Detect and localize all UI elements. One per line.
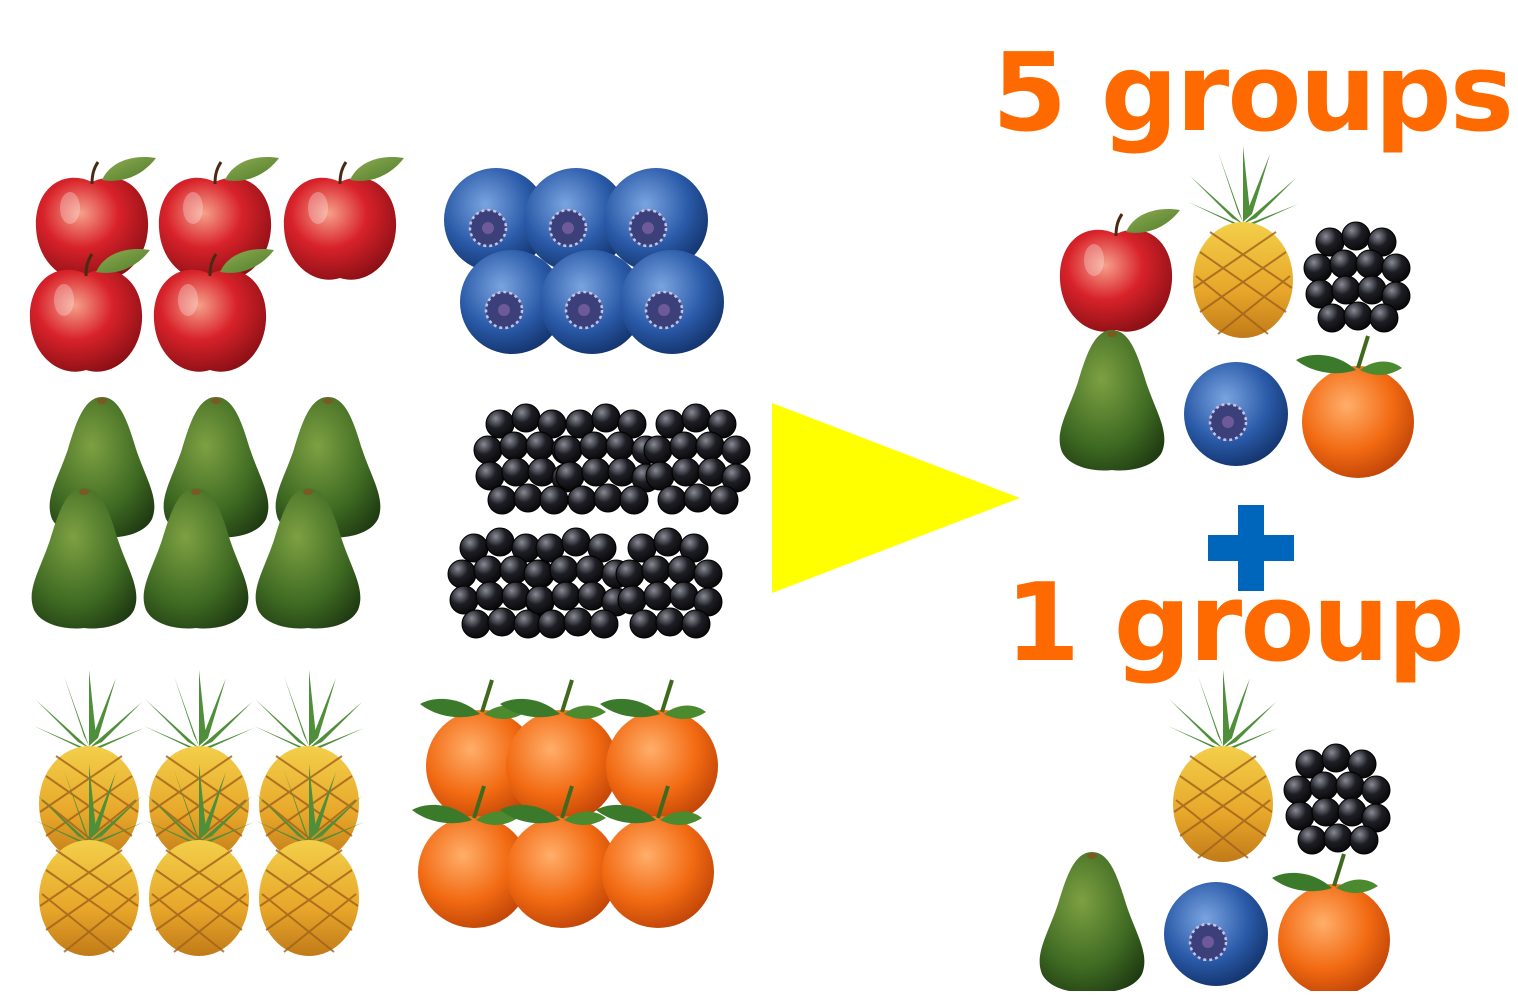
blackberry-icon	[554, 404, 660, 514]
blackberry-icon	[524, 528, 630, 638]
pineapple-icon	[1188, 146, 1298, 338]
blackberry-icon	[644, 404, 750, 514]
blueberry-icon	[1164, 882, 1268, 986]
five-groups-heading: 5 groups	[992, 40, 1512, 148]
arrow-right-icon	[772, 403, 1020, 593]
blueberry-icon	[1184, 362, 1288, 466]
blackberry-icon	[616, 528, 722, 638]
blackberry-icon	[1304, 222, 1410, 332]
one-group-heading: 1 group	[1005, 570, 1463, 678]
blueberry-icon	[620, 250, 724, 354]
blackberry-icon	[1284, 744, 1390, 854]
orange-icon	[1272, 854, 1390, 991]
avocado-icon	[1040, 852, 1145, 991]
orange-icon	[600, 680, 718, 822]
avocado-icon	[1060, 330, 1165, 470]
orange-icon	[1296, 336, 1414, 478]
apple-icon	[1060, 209, 1180, 332]
pineapple-icon	[1168, 670, 1278, 862]
apple-icon	[284, 157, 404, 280]
